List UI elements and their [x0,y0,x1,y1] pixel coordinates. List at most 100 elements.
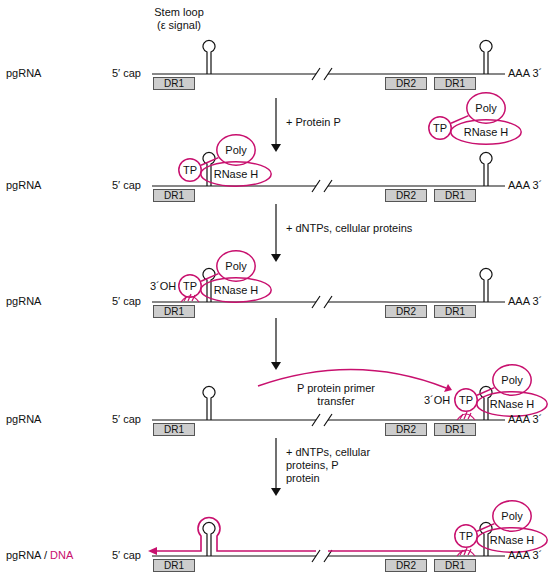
node-label: RNase H [490,399,535,410]
repeat-box: DR2 [385,305,427,318]
repeat-box: DR2 [385,189,427,202]
text-label: DNA [50,549,73,562]
node-label: Poly [501,375,522,386]
protein-domain: TP [178,274,202,298]
repeat-box: DR1 [153,189,195,202]
rna-strands [152,40,505,562]
domain-ellipse [455,389,477,411]
text-label: pgRNA / [6,549,47,562]
protein-domain: TP [454,388,478,412]
arrow-head [148,547,157,555]
node-label: DR1 [445,425,465,435]
node-label: DR1 [445,191,465,201]
domain-ellipse [477,392,547,416]
repeat-box: DR1 [434,423,476,436]
step-arrow [275,204,276,256]
node-label: DR1 [445,307,465,317]
node-label: Poly [501,511,522,522]
repeat-box: DR1 [153,559,195,572]
node-label: DR2 [396,79,416,89]
primers [181,294,475,556]
text-label: AAA 3´ [508,413,542,426]
text-label: pgRNA [6,295,41,308]
repeat-box: DR1 [434,189,476,202]
arrow-head [271,144,281,152]
node-label: DR1 [164,561,184,571]
node-label: DR1 [445,561,465,571]
domain-ellipse [201,162,271,186]
protein-domain: TP [178,158,202,182]
text-label: 3´OH [150,280,176,293]
domain-ellipse [179,159,201,181]
dna-strand [156,517,466,551]
protein-domain: RNase H [200,277,272,303]
node-label: DR2 [396,561,416,571]
node-label: DR1 [445,79,465,89]
text-label: + dNTPs, cellular proteins [286,222,506,235]
domain-ellipse [493,501,531,531]
repeat-box: DR2 [385,77,427,90]
text-label: pgRNA [6,179,41,192]
node-label: Poly [225,261,246,272]
step-arrow [275,318,276,364]
domain-ellipse [477,528,547,552]
text-label: AAA 3´ [508,67,542,80]
node-label: TP [459,395,473,406]
node-label: Poly [225,145,246,156]
text-label: 5′ cap [112,179,141,192]
repeat-box: DR2 [385,423,427,436]
node-label: DR2 [396,307,416,317]
break-mark [312,296,332,308]
node-label: TP [433,123,447,134]
repeat-box: DR1 [434,559,476,572]
node-label: DR1 [164,79,184,89]
repeat-box: DR1 [153,77,195,90]
text-label: 5′ cap [112,67,141,80]
arrow-head [271,488,281,496]
domain-ellipse [179,275,201,297]
text-label: AAA 3´ [508,549,542,562]
arrow-head [271,362,281,370]
node-label: TP [183,281,197,292]
domain-ellipse [217,135,255,165]
step-arrow [275,98,276,146]
node-label: Poly [475,103,496,114]
repeat-box: DR1 [434,305,476,318]
step-arrows [271,98,281,496]
node-label: RNase H [214,169,259,180]
primer-hatch [460,412,471,419]
domain-ellipse [455,525,477,547]
node-label: RNase H [490,535,535,546]
node-label: RNase H [464,127,509,138]
text-label: 3´OH [424,394,450,407]
stem-loop [203,268,492,302]
step-arrow [275,438,276,490]
domain-ellipse [451,120,521,144]
domain-ellipse [217,251,255,281]
repeat-box: DR2 [385,559,427,572]
domain-ellipse [429,117,451,139]
break-mark [312,68,332,80]
node-label: DR1 [164,191,184,201]
domain-ellipse [467,93,505,123]
protein-domain: RNase H [200,161,272,187]
break-mark [312,414,332,426]
node-label: TP [459,531,473,542]
stem-loop [203,40,492,74]
text-label: Stem loop (ε signal) [149,6,209,32]
text-label: + Protein P [286,116,486,129]
arrow-head [444,384,452,392]
node-label: TP [183,165,197,176]
node-label: DR2 [396,425,416,435]
text-label: AAA 3´ [508,179,542,192]
text-label: 5′ cap [112,413,141,426]
node-label: DR2 [396,191,416,201]
stem-loop [203,152,492,186]
domain-ellipse [201,278,271,302]
repeat-box: DR1 [153,305,195,318]
text-label: 5′ cap [112,295,141,308]
text-label: P protein primer transfer [291,382,381,408]
repeat-box: DR1 [434,77,476,90]
text-label: 5′ cap [112,549,141,562]
